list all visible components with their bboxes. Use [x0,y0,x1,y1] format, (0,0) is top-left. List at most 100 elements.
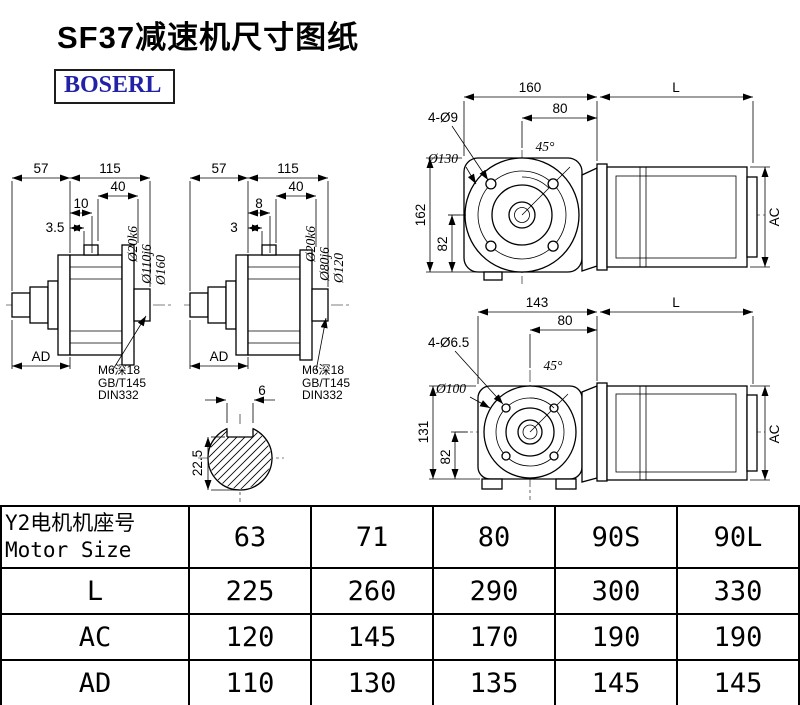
col-header-63: 63 [188,505,312,569]
housing-foot [555,478,577,490]
motor-adapter [581,385,598,483]
dim-82-label: 82 [435,236,450,251]
gear-housing-side [69,254,123,356]
dim-115-label: 115 [99,161,121,176]
dim-keyway-width-label: 6 [258,383,266,398]
cell: 190 [554,613,678,661]
input-flange-plate [235,254,249,356]
gear-housing-side [247,254,301,356]
header-en: Motor Size [5,538,132,562]
input-shaft-step [11,292,31,318]
dim-ac-label: AC [767,207,782,226]
dim-3-5-label: 3.5 [46,220,65,235]
bolt-circle [477,170,567,260]
table-row-AD: AD 110 130 135 145 145 [0,659,800,705]
motor-adapter [581,166,598,272]
cell: 145 [554,659,678,705]
col-header-80: 80 [432,505,556,569]
tap-note-line2: GB/T145 [302,376,350,390]
output-flange-side [121,244,135,366]
tap-note-line1: M6深18 [98,363,140,377]
motor-end-cap [746,394,758,472]
dim-57-label: 57 [33,161,48,176]
dim-shaft-dia-label: Ø20k6 [303,226,318,263]
dim-holes-label: 4-Ø9 [428,110,458,125]
oil-plug [83,244,99,256]
bolt-hole [485,178,497,190]
cell: 135 [432,659,556,705]
dim-ac-label: AC [767,424,782,443]
tap-note-line3: DIN332 [302,388,343,402]
dim-dia-label: Ø130 [427,151,458,166]
bolt-hole [485,240,497,252]
dim-shaft-dia-label: Ø20k6 [125,226,140,263]
dim-L-label: L [672,295,680,310]
shaft-section: 6 22.5 [190,383,284,502]
bolt-hole [501,451,511,461]
tap-note-line2: GB/T145 [98,376,146,390]
input-flange-plate [57,254,71,356]
table-row-L: L 225 260 290 300 330 [0,567,800,615]
dim-angle-label: 45° [544,358,564,373]
cell: 225 [188,567,312,615]
cell: 300 [554,567,678,615]
dim-holes-label: 4-Ø6.5 [428,335,469,350]
dim-L-label: L [672,80,680,95]
dim-131-label: 131 [416,421,431,444]
dim-80-label: 80 [557,313,572,328]
bolt-hole [547,178,559,190]
side-view-right: 57 115 40 8 3 Ø20k6 Ø80j6 Ø120 AD M6深18 … [184,161,352,402]
cell: 170 [432,613,556,661]
dimension-table: Y2电机机座号 Motor Size 63 71 80 90S 90L L 22… [0,505,800,705]
cell: 120 [188,613,312,661]
motor-end-cap [746,176,758,258]
bolt-hole [549,451,559,461]
cell: 190 [676,613,800,661]
oil-plug [261,244,277,256]
cell: 145 [310,613,434,661]
dim-57-label: 57 [211,161,226,176]
dim-keyway-depth-label: 22.5 [190,450,205,476]
dim-143-label: 143 [526,295,549,310]
dim-flange-dia-label: Ø120 [331,253,346,284]
col-header-90l: 90L [676,505,800,569]
row-label-AD: AD [0,659,190,705]
tap-note-line1: M6深18 [302,363,344,377]
front-view-middle: 45° 143 L 80 4-Ø6.5 Ø100 [416,295,782,500]
motor-flange [596,163,608,271]
housing-foot [483,271,503,281]
dim-115-label: 115 [277,161,299,176]
table-header-row: Y2电机机座号 Motor Size 63 71 80 90S 90L [0,505,800,569]
dim-10-label: 10 [73,196,88,211]
technical-drawing: 57 115 40 10 3.5 Ø20k6 Ø110j6 Ø160 AD M6… [6,80,782,502]
front-view-top: 45° 160 L 80 4-Ø9 Ø130 [413,80,782,284]
motor-body [606,385,748,481]
brand-text: BOSERL [64,72,162,98]
dim-ad-label: AD [32,349,51,364]
dim-80-label: 80 [552,101,567,116]
row-label-L: L [0,567,190,615]
bolt-hole [501,403,511,413]
dim-40-label: 40 [110,179,125,194]
dim-8-label: 8 [255,196,263,211]
dim-spigot-dia-label: Ø80j6 [317,247,332,282]
tap-note-line3: DIN332 [98,388,139,402]
dim-40-label: 40 [288,179,303,194]
output-flange-side [299,249,313,361]
dim-82-label: 82 [438,449,453,464]
bolt-hole [547,240,559,252]
side-view-left: 57 115 40 10 3.5 Ø20k6 Ø110j6 Ø160 AD M6… [6,161,172,402]
col-header-71: 71 [310,505,434,569]
motor-body [606,166,748,268]
dim-spigot-dia-label: Ø110j6 [139,244,154,285]
col-header-90s: 90S [554,505,678,569]
housing-foot [481,478,503,490]
cell: 145 [676,659,800,705]
cell: 260 [310,567,434,615]
brand-logo: BOSERL [54,69,176,104]
output-shaft-boss [133,288,151,322]
dim-ad-label: AD [210,349,229,364]
table-row-AC: AC 120 145 170 190 190 [0,613,800,661]
dim-162-label: 162 [413,204,428,227]
